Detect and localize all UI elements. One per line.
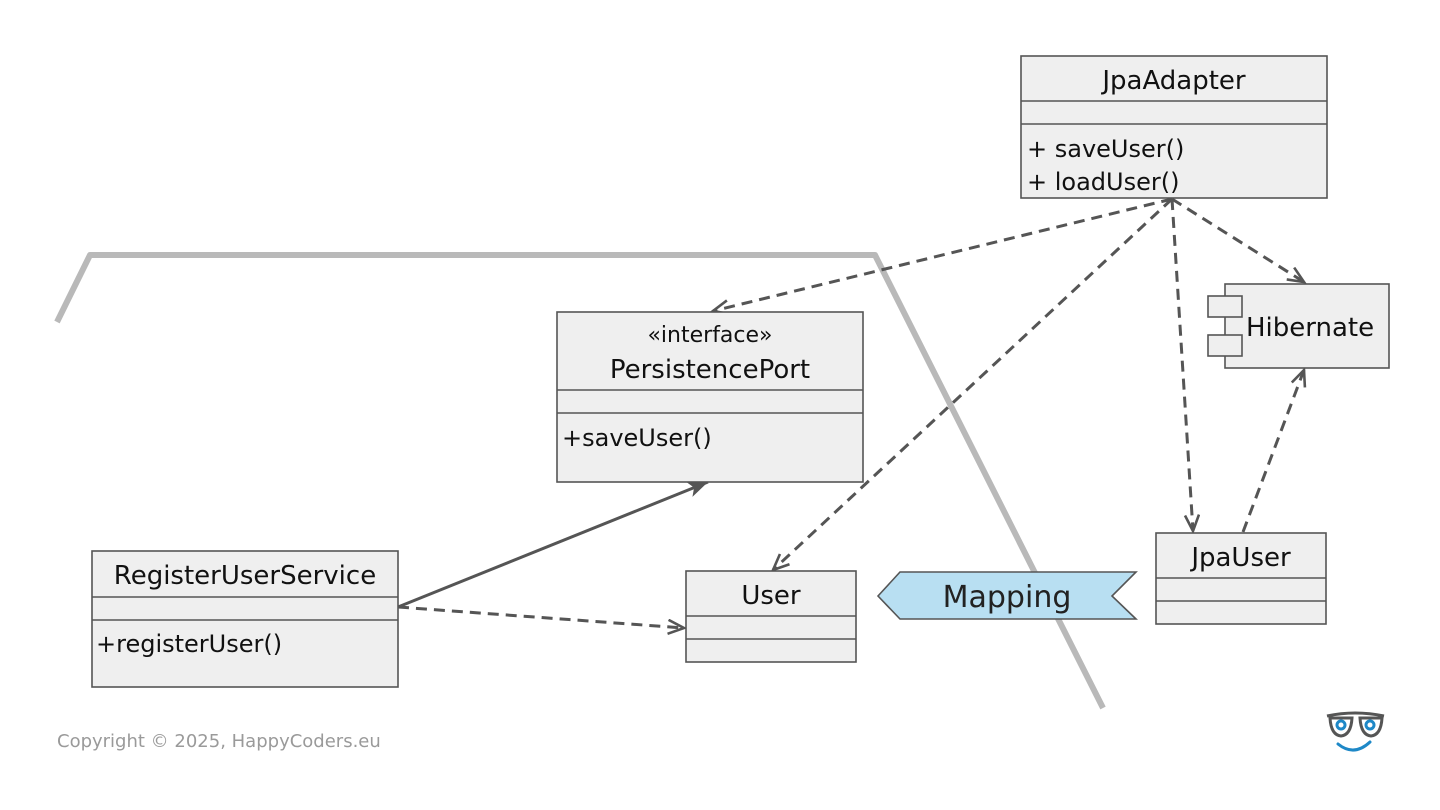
class-name: User [741,581,801,611]
dependency-jpaadapter-to-user [773,197,1174,570]
class-name: JpaAdapter [1100,66,1246,96]
class-jpauser[interactable]: JpaUser [1155,532,1327,625]
class-registeruserservice[interactable]: RegisterUserService +registerUser() [91,550,399,688]
glasses-smiley-icon [1326,711,1385,752]
dependency-registeruserservice-to-user [397,605,684,628]
component-port-icon [1207,295,1243,318]
method-item: +registerUser() [96,630,282,658]
dependency-jpauser-to-hibernate [1241,370,1304,533]
dependency-jpaadapter-to-hibernate [1171,197,1304,282]
component-name: Hibernate [1246,313,1374,343]
method-item: + loadUser() [1027,168,1179,196]
class-name: JpaUser [1189,543,1291,573]
method-item: + saveUser() [1027,135,1184,163]
stereotype-label: «interface» [647,323,772,348]
interface-persistenceport[interactable]: «interface» PersistencePort +saveUser() [556,311,864,483]
dependency-jpaadapter-to-jpauser [1170,198,1193,531]
application-core-boundary [54,252,1106,710]
copyright-text: Copyright © 2025, HappyCoders.eu [57,731,381,752]
class-name: PersistencePort [610,355,810,385]
dependency-jpaadapter-to-persistenceport [713,197,1173,311]
mapping-banner: Mapping [876,571,1138,620]
association-registeruserservice-to-persistenceport [397,480,709,609]
mapping-label: Mapping [943,580,1072,615]
class-name: RegisterUserService [114,561,376,591]
class-jpaadapter[interactable]: JpaAdapter + saveUser() + loadUser() [1020,55,1328,199]
component-hibernate[interactable]: Hibernate [1207,283,1390,369]
method-item: +saveUser() [562,424,712,452]
class-user[interactable]: User [685,570,857,663]
component-port-icon [1207,334,1243,357]
